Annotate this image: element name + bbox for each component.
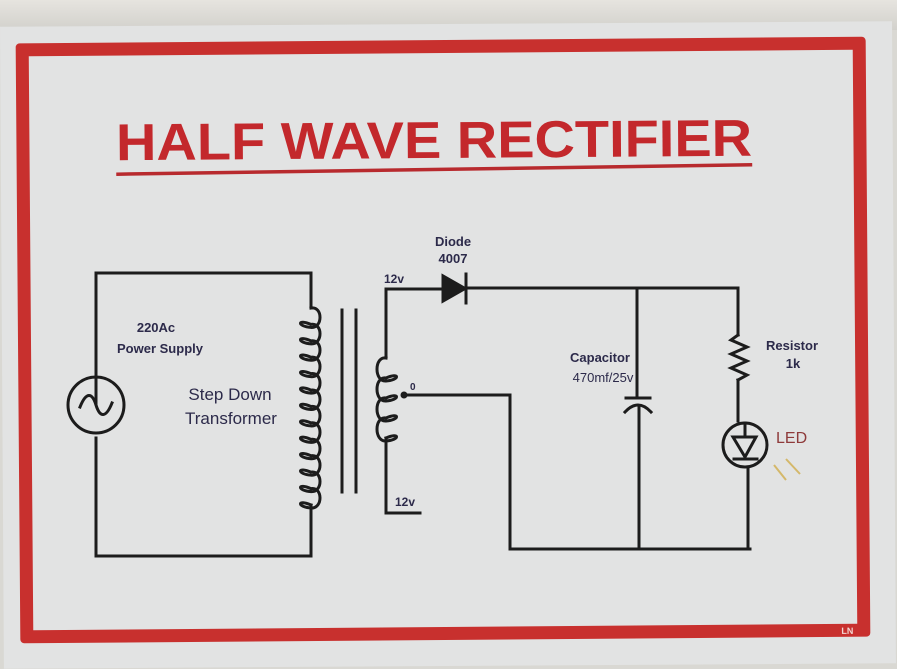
secondary-coil-icon (375, 356, 398, 443)
center-tap-junction (400, 391, 408, 399)
transformer-label-line1: Step Down (188, 385, 271, 404)
diode-model-label: 4007 (439, 251, 468, 266)
diode-icon (441, 272, 469, 305)
ac-source-icon (66, 375, 126, 435)
capacitor-value-label: 470mf/25v (573, 370, 634, 385)
led-icon (721, 421, 769, 469)
light-rays-icon (773, 458, 801, 481)
transformer-label-line2: Transformer (185, 409, 277, 428)
led-label: LED (776, 430, 807, 447)
secondary-top-tap-label: 12v (384, 272, 404, 286)
resistor-label: Resistor (766, 338, 818, 353)
poster-title: HALF WAVE RECTIFIER (116, 110, 752, 172)
resistor-value-label: 1k (786, 356, 801, 371)
wire-secondary-bottom (384, 436, 422, 515)
power-supply-voltage-label: 220Ac (137, 320, 175, 335)
wire-secondary-top (384, 287, 443, 360)
title-group: HALF WAVE RECTIFIER (116, 110, 753, 176)
resistor-icon (727, 332, 751, 383)
title-underline (116, 163, 753, 176)
wire-output-top (464, 286, 740, 337)
wire-primary-bottom (94, 436, 313, 558)
wire-center-tap-return (404, 393, 752, 551)
diode-label: Diode (435, 234, 471, 249)
power-supply-label: Power Supply (117, 341, 204, 356)
wire-primary-top (94, 271, 313, 405)
secondary-bottom-tap-label: 12v (395, 495, 415, 509)
coil-winding (299, 306, 322, 510)
center-tap-label: 0 (410, 382, 416, 393)
primary-coil-icon (299, 306, 322, 510)
capacitor-label: Capacitor (570, 350, 630, 365)
coil-winding (375, 356, 398, 443)
